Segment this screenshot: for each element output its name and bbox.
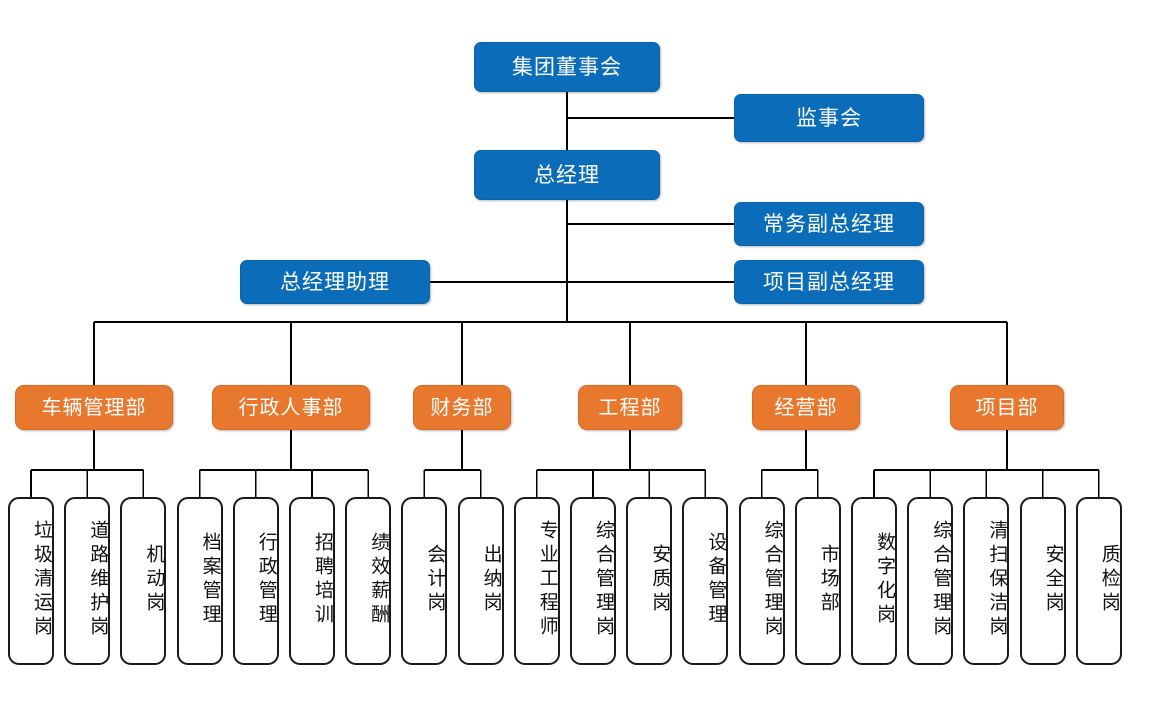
position-label: 综合管理岗 [930,520,953,640]
position-label: 设备管理 [705,532,728,628]
position-label: 行政管理 [255,532,278,628]
node-position-0-1[interactable]: 道路维护岗 [64,497,111,665]
position-label: 招聘培训 [312,532,334,628]
node-label: 行政人事部 [238,395,344,419]
node-position-0-0[interactable]: 垃圾清运岗 [8,497,54,665]
node-position-0-2[interactable]: 机动岗 [120,497,167,665]
position-label: 道路维护岗 [87,520,110,640]
node-position-5-0[interactable]: 数字化岗 [851,497,897,665]
node-label: 经营部 [774,395,838,419]
node-position-3-0[interactable]: 专业工程师 [513,497,560,665]
node-position-4-0[interactable]: 综合管理岗 [738,497,785,665]
node-position-1-2[interactable]: 招聘培训 [289,497,335,665]
node-label: 项目部 [975,395,1039,419]
node-board-of-supervisors[interactable]: 监事会 [734,94,924,142]
node-department-3[interactable]: 工程部 [578,385,682,430]
position-label: 安全岗 [1042,544,1065,616]
node-general-manager[interactable]: 总经理 [474,150,660,200]
node-position-5-2[interactable]: 清扫保洁岗 [963,497,1010,665]
node-position-2-1[interactable]: 出纳岗 [457,497,504,665]
node-position-3-1[interactable]: 综合管理岗 [570,497,616,665]
node-position-5-4[interactable]: 质检岗 [1075,497,1122,665]
position-label: 会计岗 [424,544,447,616]
node-position-3-3[interactable]: 设备管理 [682,497,729,665]
node-label: 监事会 [796,105,862,130]
node-label: 总经理 [534,162,600,187]
node-position-1-3[interactable]: 绩效薪酬 [345,497,392,665]
position-label: 综合管理岗 [761,520,784,640]
position-label: 安质岗 [649,544,672,616]
node-position-5-3[interactable]: 安全岗 [1019,497,1066,665]
node-department-4[interactable]: 经营部 [752,385,860,430]
node-position-5-1[interactable]: 综合管理岗 [907,497,954,665]
node-position-1-0[interactable]: 档案管理 [176,497,223,665]
position-label: 机动岗 [143,544,166,616]
node-position-3-2[interactable]: 安质岗 [626,497,673,665]
node-label: 项目副总经理 [763,269,895,294]
position-label: 质检岗 [1098,544,1121,616]
node-general-manager-assistant[interactable]: 总经理助理 [240,260,430,304]
position-label: 清扫保洁岗 [986,520,1009,640]
position-label: 档案管理 [199,532,222,628]
node-department-1[interactable]: 行政人事部 [212,385,370,430]
node-board-of-directors[interactable]: 集团董事会 [474,42,660,92]
node-position-2-0[interactable]: 会计岗 [401,497,448,665]
position-label: 专业工程师 [536,520,559,640]
node-label: 总经理助理 [280,269,390,294]
node-department-5[interactable]: 项目部 [950,385,1064,430]
node-label: 集团董事会 [512,54,622,79]
position-label: 出纳岗 [480,544,503,616]
node-department-2[interactable]: 财务部 [413,385,511,430]
node-position-4-1[interactable]: 市场部 [794,497,841,665]
node-label: 车辆管理部 [41,395,147,419]
node-label: 财务部 [430,395,494,419]
node-executive-deputy-gm[interactable]: 常务副总经理 [734,202,924,246]
node-project-deputy-gm[interactable]: 项目副总经理 [734,260,924,304]
position-label: 数字化岗 [874,532,896,628]
node-label: 常务副总经理 [763,211,895,236]
position-label: 垃圾清运岗 [31,520,53,640]
position-label: 绩效薪酬 [368,532,391,628]
position-label: 综合管理岗 [593,520,615,640]
node-position-1-1[interactable]: 行政管理 [232,497,279,665]
position-label: 市场部 [817,544,840,616]
node-department-0[interactable]: 车辆管理部 [15,385,173,430]
node-label: 工程部 [598,395,662,419]
